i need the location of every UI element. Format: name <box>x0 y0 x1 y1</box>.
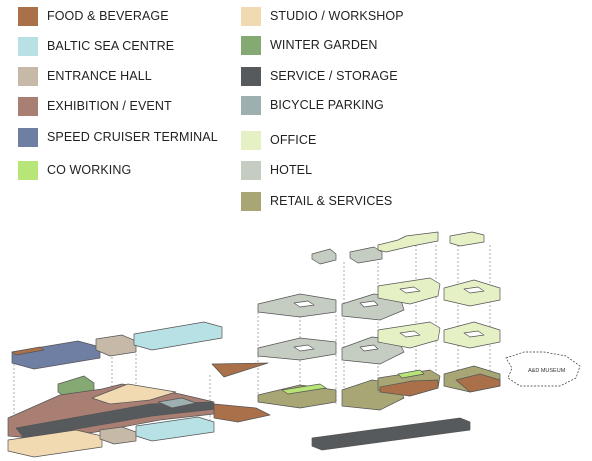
entrance-hall-swatch <box>18 66 38 86</box>
legend-label: ENTRANCE HALL <box>47 69 152 83</box>
hotel-small-block-1 <box>311 248 337 265</box>
service-storage-swatch <box>241 66 261 86</box>
left-upper-floor <box>11 321 223 370</box>
legend-item-hotel: HOTEL <box>241 160 312 180</box>
legend-label: OFFICE <box>270 133 317 147</box>
food-beverage-block <box>11 346 45 356</box>
museum-label: A&D MUSEUM <box>528 368 566 374</box>
office-small-block-1 <box>377 231 439 253</box>
legend-label: WINTER GARDEN <box>270 38 378 52</box>
office-swatch <box>241 130 261 150</box>
speed-cruiser-terminal-block <box>11 340 101 370</box>
legend-label: CO WORKING <box>47 163 132 177</box>
legend-label: EXHIBITION / EVENT <box>47 99 172 113</box>
hotel-floors <box>257 293 405 365</box>
ground-entrance-block <box>99 426 137 445</box>
ground-studio-block <box>7 429 103 458</box>
co-working-strip <box>281 383 327 395</box>
legend-label: RETAIL & SERVICES <box>270 194 393 208</box>
left-ground-floor <box>7 383 271 458</box>
bicycle-parking-block <box>157 397 197 409</box>
legend-label: FOOD & BEVERAGE <box>47 9 169 23</box>
food-beverage-overlay-2 <box>455 373 501 393</box>
speed-cruiser-terminal-swatch <box>18 127 38 147</box>
studio-workshop-swatch <box>241 6 261 26</box>
ground-food-block <box>213 403 271 423</box>
bicycle-parking-swatch <box>241 95 261 115</box>
retail-services-block-1 <box>257 384 337 409</box>
legend-item-retail-services: RETAIL & SERVICES <box>241 191 392 211</box>
legend-item-entrance-hall: ENTRANCE HALL <box>18 66 152 86</box>
exhibition-event-swatch <box>18 96 38 116</box>
baltic-sea-centre-block <box>133 321 223 351</box>
co-working-swatch <box>18 160 38 180</box>
exploded-axonometric-diagram: A&D MUSEUM <box>7 231 581 458</box>
light-wells <box>293 286 485 352</box>
museum-outline: A&D MUSEUM <box>505 351 581 387</box>
hotel-floor-upper-b <box>341 293 405 321</box>
legend-item-baltic-sea-centre: BALTIC SEA CENTRE <box>18 36 174 56</box>
museum-footprint <box>505 351 581 387</box>
food-beverage-overlay <box>379 379 439 397</box>
winter-garden-swatch <box>241 35 261 55</box>
legend: FOOD & BEVERAGE BALTIC SEA CENTRE ENTRAN… <box>0 0 592 215</box>
baltic-sea-centre-swatch <box>18 36 38 56</box>
legend-label: SERVICE / STORAGE <box>270 69 398 83</box>
food-beverage-wedge <box>211 362 269 378</box>
legend-label: HOTEL <box>270 163 313 177</box>
retail-services-swatch <box>241 191 261 211</box>
co-working-strip-2 <box>397 369 425 379</box>
legend-item-food-beverage: FOOD & BEVERAGE <box>18 6 169 26</box>
ground-baltic-block <box>135 416 215 442</box>
legend-item-office: OFFICE <box>241 130 316 150</box>
legend-label: BICYCLE PARKING <box>270 98 384 112</box>
legend-item-winter-garden: WINTER GARDEN <box>241 35 378 55</box>
legend-item-exhibition-event: EXHIBITION / EVENT <box>18 96 172 116</box>
hotel-swatch <box>241 160 261 180</box>
entrance-hall-block <box>95 334 137 357</box>
right-ground-floor <box>257 365 501 411</box>
legend-label: SPEED CRUISER TERMINAL <box>47 130 218 144</box>
studio-workshop-block <box>91 383 177 405</box>
office-small-block-2 <box>449 231 485 247</box>
service-storage-bar <box>311 417 471 451</box>
legend-item-co-working: CO WORKING <box>18 160 131 180</box>
legend-item-speed-cruiser-terminal: SPEED CRUISER TERMINAL <box>18 127 218 147</box>
hotel-small-block-2 <box>349 246 383 264</box>
legend-label: BALTIC SEA CENTRE <box>47 39 175 53</box>
legend-item-service-storage: SERVICE / STORAGE <box>241 66 398 86</box>
food-beverage-swatch <box>18 6 38 26</box>
hotel-floor-upper-a <box>257 293 337 318</box>
legend-item-studio-workshop: STUDIO / WORKSHOP <box>241 6 404 26</box>
legend-label: STUDIO / WORKSHOP <box>270 9 404 23</box>
legend-item-bicycle-parking: BICYCLE PARKING <box>241 95 384 115</box>
